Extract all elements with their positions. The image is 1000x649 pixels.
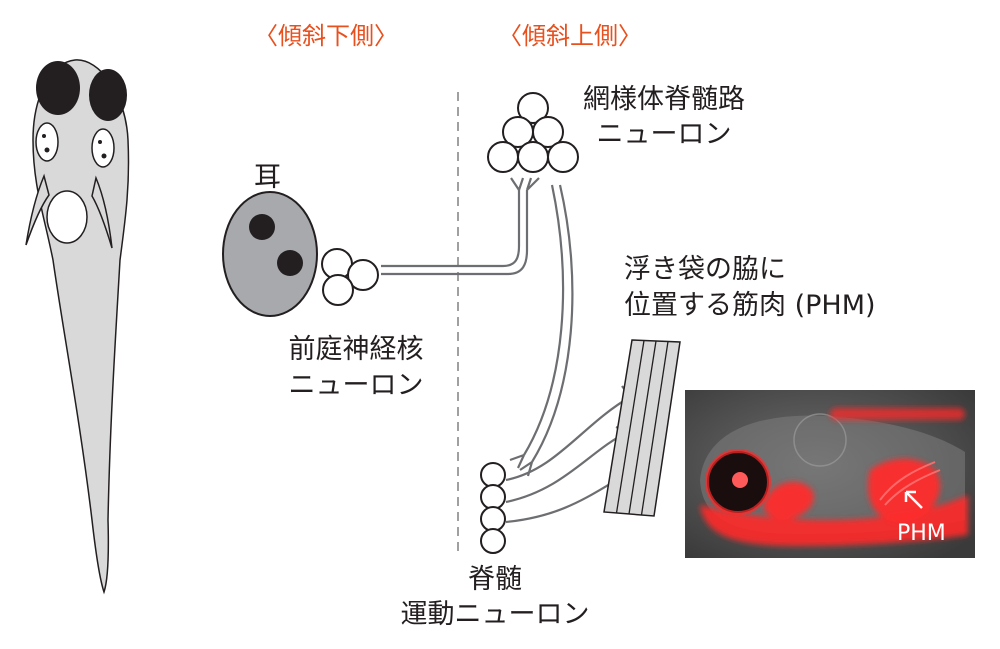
otolith-upper xyxy=(249,214,275,240)
phm-muscle xyxy=(603,339,681,517)
phm-arrow xyxy=(904,490,923,509)
header-tilt-down: 〈傾斜下側〉 xyxy=(254,22,398,50)
motor-axon-line-a xyxy=(505,396,631,482)
reticulospinal-neuron xyxy=(547,141,579,173)
larva-eye-left xyxy=(36,61,80,115)
reticulospinal-label-line1: 網様体脊髄路 xyxy=(583,84,745,115)
larva-fin-right xyxy=(91,175,113,249)
larva-swim-bladder xyxy=(46,190,88,244)
fluorescence-micrograph xyxy=(685,390,975,558)
photo-phm-label: PHM xyxy=(897,521,946,546)
reticulospinal-neuron xyxy=(487,141,519,173)
header-tilt-up: 〈傾斜上側〉 xyxy=(498,22,642,50)
reticulospinal-label-line2: ニューロン xyxy=(596,119,732,150)
reticulospinal-neuron xyxy=(517,141,549,173)
vestibular-axon-line-b xyxy=(381,190,529,276)
motor-neuron xyxy=(480,528,506,554)
muscle-label-line2: 位置する筋肉 (PHM) xyxy=(624,290,876,321)
larva-ear-left xyxy=(35,122,59,162)
reticulospinal-axon-line-a xyxy=(523,184,565,456)
reticulospinal-axon-line-b xyxy=(531,184,574,463)
larva-illustration xyxy=(25,59,130,595)
spinal-motor-neuron-column xyxy=(480,462,506,554)
motor-neuron xyxy=(480,462,506,488)
larva-body xyxy=(32,59,130,595)
vestibular-label-line1: 前庭神経核 xyxy=(288,334,424,365)
muscle-label-line1: 浮き袋の脇に xyxy=(624,254,786,285)
ear-label: 耳 xyxy=(254,162,281,193)
larva-fin-left xyxy=(25,173,50,246)
ear-illustration xyxy=(222,191,318,317)
reticulospinal-neuron xyxy=(517,92,549,124)
larva-ear-right xyxy=(91,128,115,168)
motor-neuron xyxy=(480,484,506,510)
spinal-label-line2: 運動ニューロン xyxy=(400,599,590,630)
vestibular-label-line2: ニューロン xyxy=(288,370,424,401)
spinal-label-line1: 脊髄 xyxy=(468,564,522,595)
otolith-lower xyxy=(277,250,303,276)
ear-otolith-chamber xyxy=(222,191,318,317)
larva-eye-right xyxy=(89,69,127,121)
reticulospinal-neuron-cluster xyxy=(487,92,579,173)
vestibular-axon-line-a xyxy=(381,190,521,268)
vestibular-neuron xyxy=(322,274,354,306)
reticulospinal-neuron xyxy=(532,116,564,148)
vestibular-neuron xyxy=(347,259,379,291)
motor-neuron xyxy=(480,506,506,532)
vestibular-neuron-cluster xyxy=(321,248,379,306)
